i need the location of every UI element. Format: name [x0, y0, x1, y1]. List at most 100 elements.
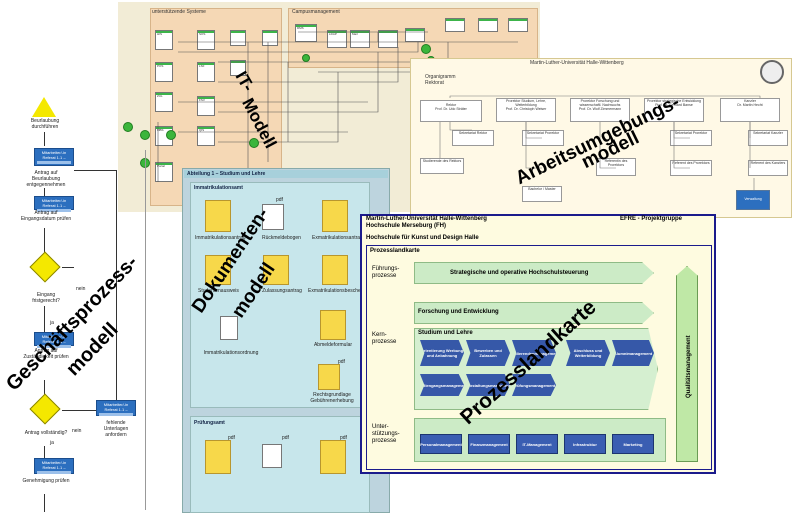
org-bachelor[interactable]: Bachelor / Master: [522, 186, 562, 202]
org-sekretariat-rektor[interactable]: Sekretariat Rektor: [452, 130, 494, 146]
pm-university: Martin-Luther-Universität Halle-Wittenbe…: [366, 216, 487, 222]
gpm-actor-box[interactable]: Mitarbeiter/-in Referat 1.1 –: [34, 196, 74, 212]
doc-label: Immatrikulationsordnung: [203, 350, 259, 356]
doc-label: Exmatrikulationsbescheinigung: [308, 288, 368, 294]
gpm-yes-label: ja: [50, 440, 54, 446]
doc-folder[interactable]: [205, 440, 231, 474]
it-system-box[interactable]: DMS: [295, 24, 317, 42]
org-prorektor2-box[interactable]: Prorektor Forschung und wissenschaftl. N…: [570, 98, 630, 122]
doc-folder[interactable]: [322, 255, 348, 285]
org-referent1[interactable]: Referentin des Prorektors: [596, 158, 636, 176]
pm-core-process[interactable]: Prüfungsmanagement: [512, 374, 556, 396]
org-header: Martin-Luther-Universität Halle-Wittenbe…: [530, 60, 624, 66]
pm-unter-label: Unter- stützungs- prozesse: [372, 424, 400, 444]
pm-support-process[interactable]: Marketing: [612, 434, 654, 454]
doc-pdf-tag: pdf: [228, 435, 235, 441]
pm-core-process[interactable]: Bewerben und Zulassen: [466, 340, 510, 366]
it-group-support-label: unterstützende Systeme: [152, 9, 206, 15]
gpm-decision-diamond[interactable]: [29, 393, 61, 425]
pm-core-process[interactable]: Studiengangsmanagement: [420, 374, 464, 396]
doc-pdf-file-icon[interactable]: [262, 204, 284, 230]
gpm-flow-line: [44, 132, 45, 146]
doc-label: Exmatrikulationsantrag: [312, 235, 363, 241]
it-system-box[interactable]: [508, 18, 528, 32]
it-system-box[interactable]: Mail: [350, 30, 370, 48]
pm-support-process[interactable]: Finanzmanagement: [468, 434, 510, 454]
gpm-step-label: Antrag auf Beurlaubung entgegennehmen: [26, 170, 66, 188]
it-system-box[interactable]: QIS: [197, 126, 215, 146]
university-seal-icon: [760, 60, 784, 84]
gpm-decision-label: Eingang fristgerecht?: [32, 292, 60, 304]
it-system-box[interactable]: [405, 28, 425, 42]
it-node-circle[interactable]: [249, 138, 259, 148]
doc-section-pruefungsamt-label: Prüfungsamt: [194, 420, 225, 426]
pm-forschung-band[interactable]: [414, 302, 654, 324]
pm-studium-label: Studium und Lehre: [418, 330, 473, 336]
org-sekretariat-kanzler[interactable]: Sekretariat Kanzler: [748, 130, 788, 146]
gpm-flow-line: [44, 228, 45, 256]
pm-project: EFRE - Projektgruppe: [620, 216, 683, 222]
doc-label: Rückmeldebogen: [262, 235, 301, 241]
doc-folder[interactable]: [320, 440, 346, 474]
pm-core-process[interactable]: Orientierung Werbung und Anbahnung: [420, 340, 464, 366]
it-system-box[interactable]: [478, 18, 498, 32]
gpm-flow-line: [62, 410, 96, 411]
it-system-box[interactable]: LSF: [197, 62, 215, 82]
it-system-box[interactable]: HIS: [155, 30, 173, 50]
it-system-box[interactable]: Portal: [155, 162, 173, 182]
doc-folder[interactable]: [263, 255, 289, 285]
it-node-circle[interactable]: [123, 122, 133, 132]
gpm-yes-label: ja: [50, 320, 54, 326]
it-system-box[interactable]: ZUL: [155, 92, 173, 112]
org-verwaltung[interactable]: Verwaltung: [736, 190, 770, 210]
org-studierende[interactable]: Studierende des Rektors: [420, 158, 464, 174]
it-system-box[interactable]: POS: [155, 62, 173, 82]
org-sekretariat-prorektor2[interactable]: Sekretariat Prorektor: [670, 130, 712, 146]
it-system-box[interactable]: FSV: [197, 96, 215, 116]
pm-hs1: Hochschule Merseburg (FH): [366, 223, 447, 229]
gpm-actor-box[interactable]: Mitarbeiter/-in Referat 1.1 –: [34, 458, 74, 474]
org-referent2[interactable]: Referent des Prorektors: [670, 160, 712, 176]
gpm-decision-diamond[interactable]: [29, 251, 61, 283]
gpm-actor-box[interactable]: Mitarbeiter/-in Referat 1.1 –: [96, 400, 136, 416]
gpm-flow-line: [44, 306, 45, 332]
it-node-circle[interactable]: [302, 54, 310, 62]
doc-pdf-file-icon[interactable]: [262, 444, 282, 468]
pm-support-process[interactable]: IT-Management: [516, 434, 558, 454]
pm-core-process[interactable]: Alumnimanagement: [612, 340, 654, 366]
doc-folder[interactable]: [322, 200, 348, 232]
doc-folder[interactable]: [205, 255, 231, 285]
it-system-box[interactable]: SOS: [197, 30, 215, 50]
gpm-actor-box[interactable]: Mitarbeiter/-in Referat 1.1 –: [34, 332, 74, 348]
doc-pdf-file-icon[interactable]: [220, 316, 238, 340]
gpm-step-label: Antrag auf Eingangsdatum prüfen: [20, 210, 72, 222]
doc-pdf-tag: pdf: [338, 359, 345, 365]
gpm-actor-box[interactable]: Mitarbeiter/-in Referat 1.1 –: [34, 148, 74, 166]
it-node-circle[interactable]: [140, 130, 150, 140]
doc-folder[interactable]: [318, 364, 340, 390]
doc-folder[interactable]: [320, 310, 346, 340]
it-node-circle[interactable]: [421, 44, 431, 54]
gpm-start-event[interactable]: [32, 97, 56, 117]
doc-folder[interactable]: [205, 200, 231, 232]
org-sekretariat-prorektor[interactable]: Sekretariat Prorektor: [522, 130, 564, 146]
org-referent3[interactable]: Referent des Kanzlers: [748, 160, 788, 176]
document-model-title: Abteilung 1 – Studium und Lehre: [184, 170, 388, 178]
pm-support-process[interactable]: Infrastruktur: [564, 434, 606, 454]
pm-forschung-label: Forschung und Entwicklung: [418, 309, 499, 315]
it-system-box[interactable]: [445, 18, 465, 32]
pm-quality-bar[interactable]: [676, 266, 698, 462]
pm-support-process[interactable]: Personalmanagement: [420, 434, 462, 454]
doc-section-immatrikulation-label: Immatrikulationsamt: [194, 185, 243, 191]
it-node-circle[interactable]: [166, 130, 176, 140]
org-unit: Organigramm Rektorat: [425, 74, 456, 86]
pm-fuehrung-band[interactable]: [414, 262, 654, 284]
it-group-campus-label: Campusmanagement: [292, 9, 340, 15]
pm-core-process[interactable]: Studierendenmanagement: [512, 340, 556, 366]
pm-core-process[interactable]: Abschluss und Weiterbildung: [566, 340, 610, 366]
pm-core-process[interactable]: Veranstaltungsmanagement: [466, 374, 510, 396]
